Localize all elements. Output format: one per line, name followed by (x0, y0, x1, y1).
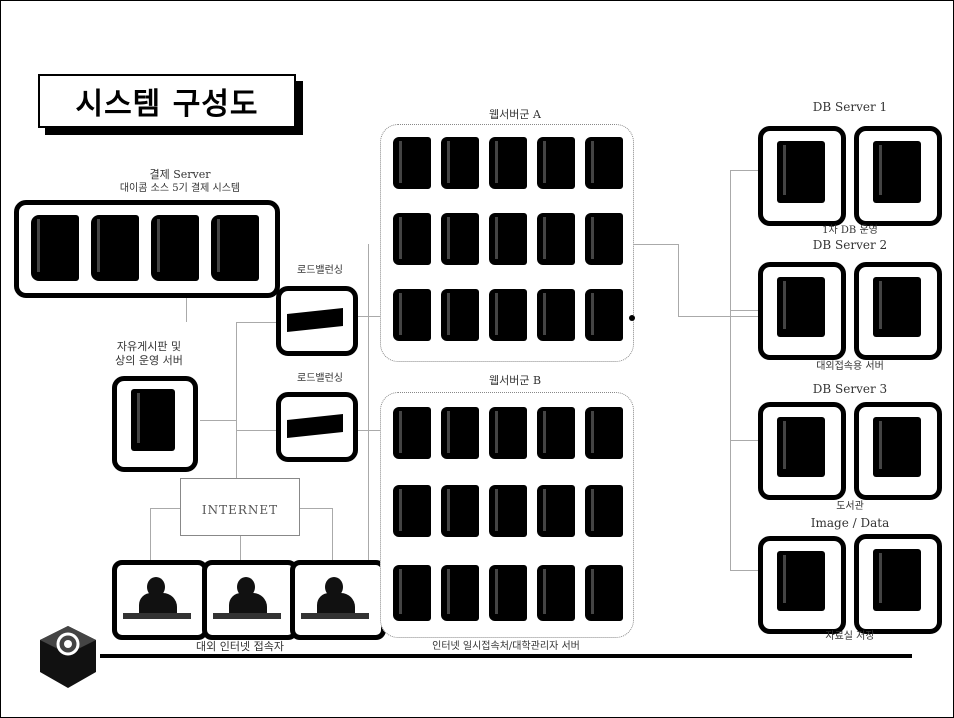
load-balancer-bottom (276, 392, 358, 462)
server-tower-icon (211, 215, 259, 281)
web-server-a-label: 웹서버군 A (440, 108, 590, 122)
rental-server-label-1: 자유게시판 및 (74, 340, 224, 354)
image-server-label: Image / Data (780, 516, 920, 530)
web-server-b-label: 웹서버군 B (440, 374, 590, 388)
db-server-1-caption: 1차 DB 운영 (780, 224, 920, 238)
db-server-3-label: DB Server 3 (780, 382, 920, 396)
rental-server-label-2: 상의 운영 서버 (74, 354, 224, 368)
server-tower-icon (151, 215, 199, 281)
server-tower-icon (777, 551, 825, 611)
db-server-3b (854, 402, 942, 500)
footer-rule (100, 654, 912, 658)
load-balancer-icon (287, 414, 343, 438)
page-title: 시스템 구성도 (75, 79, 258, 123)
gateway-server-group (14, 200, 280, 298)
server-tower-icon (777, 277, 825, 337)
internet-label: INTERNET (202, 503, 278, 517)
web-server-b-caption: 인터넷 일시접속처/대학관리자 서버 (380, 640, 632, 654)
company-logo-icon (36, 622, 100, 694)
image-server-b (854, 534, 942, 634)
db-server-1-label: DB Server 1 (780, 100, 920, 114)
server-tower-icon (31, 215, 79, 281)
db-server-1b (854, 126, 942, 226)
internet-box: INTERNET (180, 478, 300, 536)
page-title-box: 시스템 구성도 (38, 74, 296, 128)
server-tower-icon (131, 389, 175, 451)
server-tower-icon (777, 417, 825, 477)
image-server-a (758, 536, 846, 634)
load-balancer-top (276, 286, 358, 356)
server-tower-icon (873, 549, 921, 611)
server-tower-icon (91, 215, 139, 281)
db-server-2-caption: 대외접속용 서버 (780, 360, 920, 374)
gateway-server-sublabel: 대이콤 소스 5기 결제 시스템 (70, 182, 290, 196)
db-server-2-label: DB Server 2 (780, 238, 920, 252)
load-balancer-bottom-label: 로드밸런싱 (272, 372, 368, 386)
users-label: 대외 인터넷 접속자 (130, 640, 350, 654)
image-server-caption: 자료실 저장 (780, 630, 920, 644)
server-tower-icon (873, 277, 921, 337)
server-tower-icon (873, 417, 921, 477)
db-server-3-caption: 도서관 (780, 500, 920, 514)
user-terminal-3 (290, 560, 386, 640)
rental-server (112, 376, 198, 472)
load-balancer-top-label: 로드밸런싱 (272, 264, 368, 278)
server-tower-icon (777, 141, 825, 203)
web-server-group-a (380, 124, 634, 362)
db-server-3a (758, 402, 846, 500)
user-terminal-1 (112, 560, 208, 640)
db-server-1a (758, 126, 846, 226)
web-server-group-b (380, 392, 634, 638)
db-server-2b (854, 262, 942, 360)
user-terminal-2 (202, 560, 298, 640)
server-tower-icon (873, 141, 921, 203)
gateway-server-label: 결제 Server (70, 168, 290, 182)
load-balancer-icon (287, 308, 343, 332)
db-server-2a (758, 262, 846, 360)
